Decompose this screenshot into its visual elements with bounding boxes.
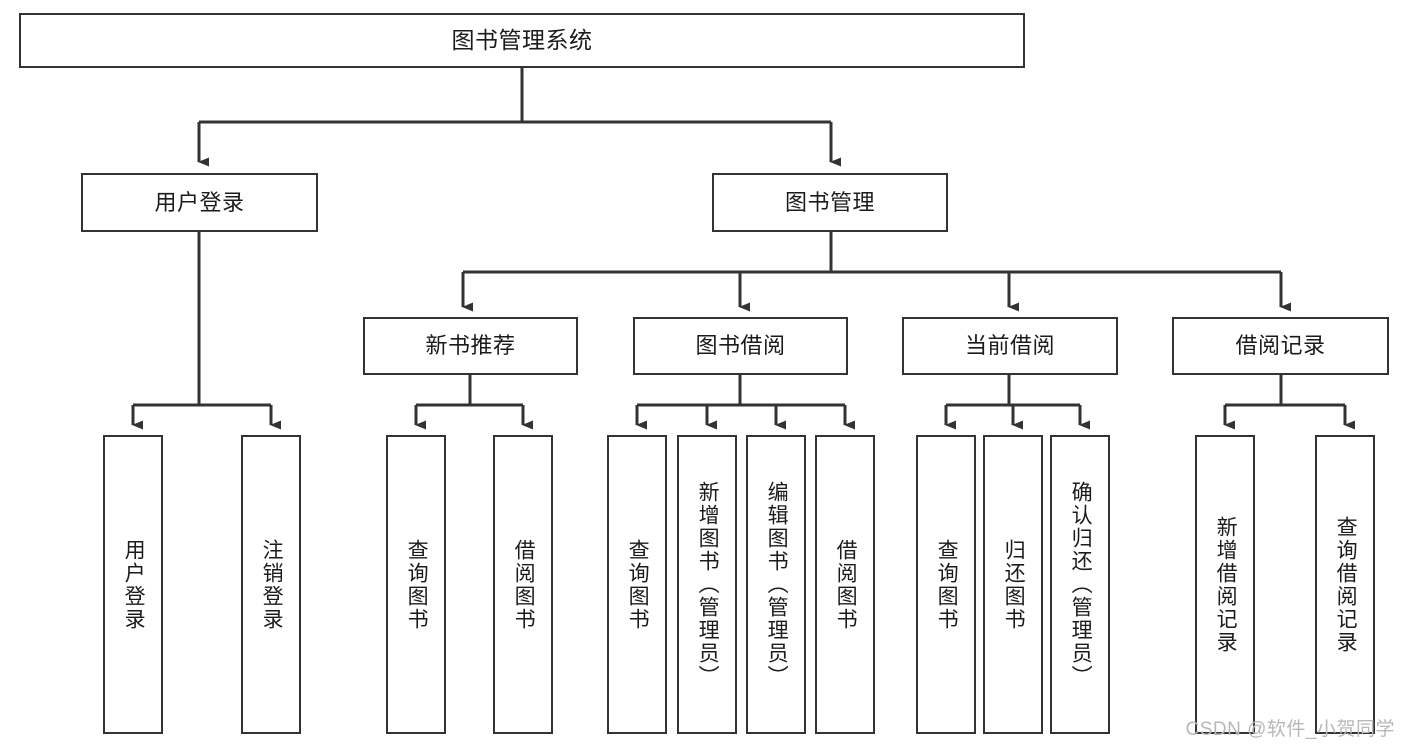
node-label: 当前借阅 (964, 333, 1055, 359)
leaf-new-book-borrow-books[interactable]: 借阅图书 (493, 435, 553, 734)
node-user-login[interactable]: 用户登录 (81, 173, 318, 232)
leaf-user-login-logout[interactable]: 注销登录 (241, 435, 301, 734)
node-label: 查询图书 (626, 538, 650, 631)
node-label: 归还图书 (1002, 538, 1026, 631)
leaf-borrow-records-query-record[interactable]: 查询借阅记录 (1315, 435, 1375, 734)
node-label: 新书推荐 (425, 333, 516, 359)
node-label: 借阅图书 (834, 538, 858, 631)
leaf-new-book-query-books[interactable]: 查询图书 (386, 435, 446, 734)
node-label: 图书管理系统 (451, 27, 593, 54)
leaf-current-borrow-return-books[interactable]: 归还图书 (983, 435, 1043, 734)
node-label: 借阅图书 (512, 538, 536, 631)
node-label: 图书管理 (784, 189, 875, 215)
node-current-borrow[interactable]: 当前借阅 (902, 317, 1118, 375)
node-new-book-recommend[interactable]: 新书推荐 (363, 317, 578, 375)
leaf-book-borrow-add-book-admin[interactable]: 新增图书（管理员） (677, 435, 737, 734)
node-label: 新增借阅记录 (1214, 515, 1238, 654)
node-label: 编辑图书（管理员） (765, 481, 789, 688)
node-borrow-records[interactable]: 借阅记录 (1172, 317, 1389, 375)
node-book-management-system[interactable]: 图书管理系统 (19, 13, 1025, 68)
node-label: 确认归还（管理员） (1069, 481, 1093, 688)
node-label: 用户登录 (122, 538, 146, 631)
node-label: 查询图书 (935, 538, 959, 631)
node-label: 借阅记录 (1235, 333, 1326, 359)
node-label: 用户登录 (154, 189, 245, 215)
node-label: 图书借阅 (695, 333, 786, 359)
node-book-borrow[interactable]: 图书借阅 (633, 317, 848, 375)
leaf-current-borrow-confirm-return-admin[interactable]: 确认归还（管理员） (1050, 435, 1110, 734)
leaf-book-borrow-borrow-books[interactable]: 借阅图书 (815, 435, 875, 734)
node-label: 注销登录 (260, 538, 284, 631)
node-label: 新增图书（管理员） (696, 481, 720, 688)
leaf-book-borrow-edit-book-admin[interactable]: 编辑图书（管理员） (746, 435, 806, 734)
leaf-current-borrow-query-books[interactable]: 查询图书 (916, 435, 976, 734)
node-book-management[interactable]: 图书管理 (712, 173, 948, 232)
node-label: 查询图书 (405, 538, 429, 631)
leaf-user-login-login[interactable]: 用户登录 (103, 435, 163, 734)
leaf-borrow-records-add-record[interactable]: 新增借阅记录 (1195, 435, 1255, 734)
node-label: 查询借阅记录 (1334, 515, 1358, 654)
leaf-book-borrow-query-books[interactable]: 查询图书 (607, 435, 667, 734)
